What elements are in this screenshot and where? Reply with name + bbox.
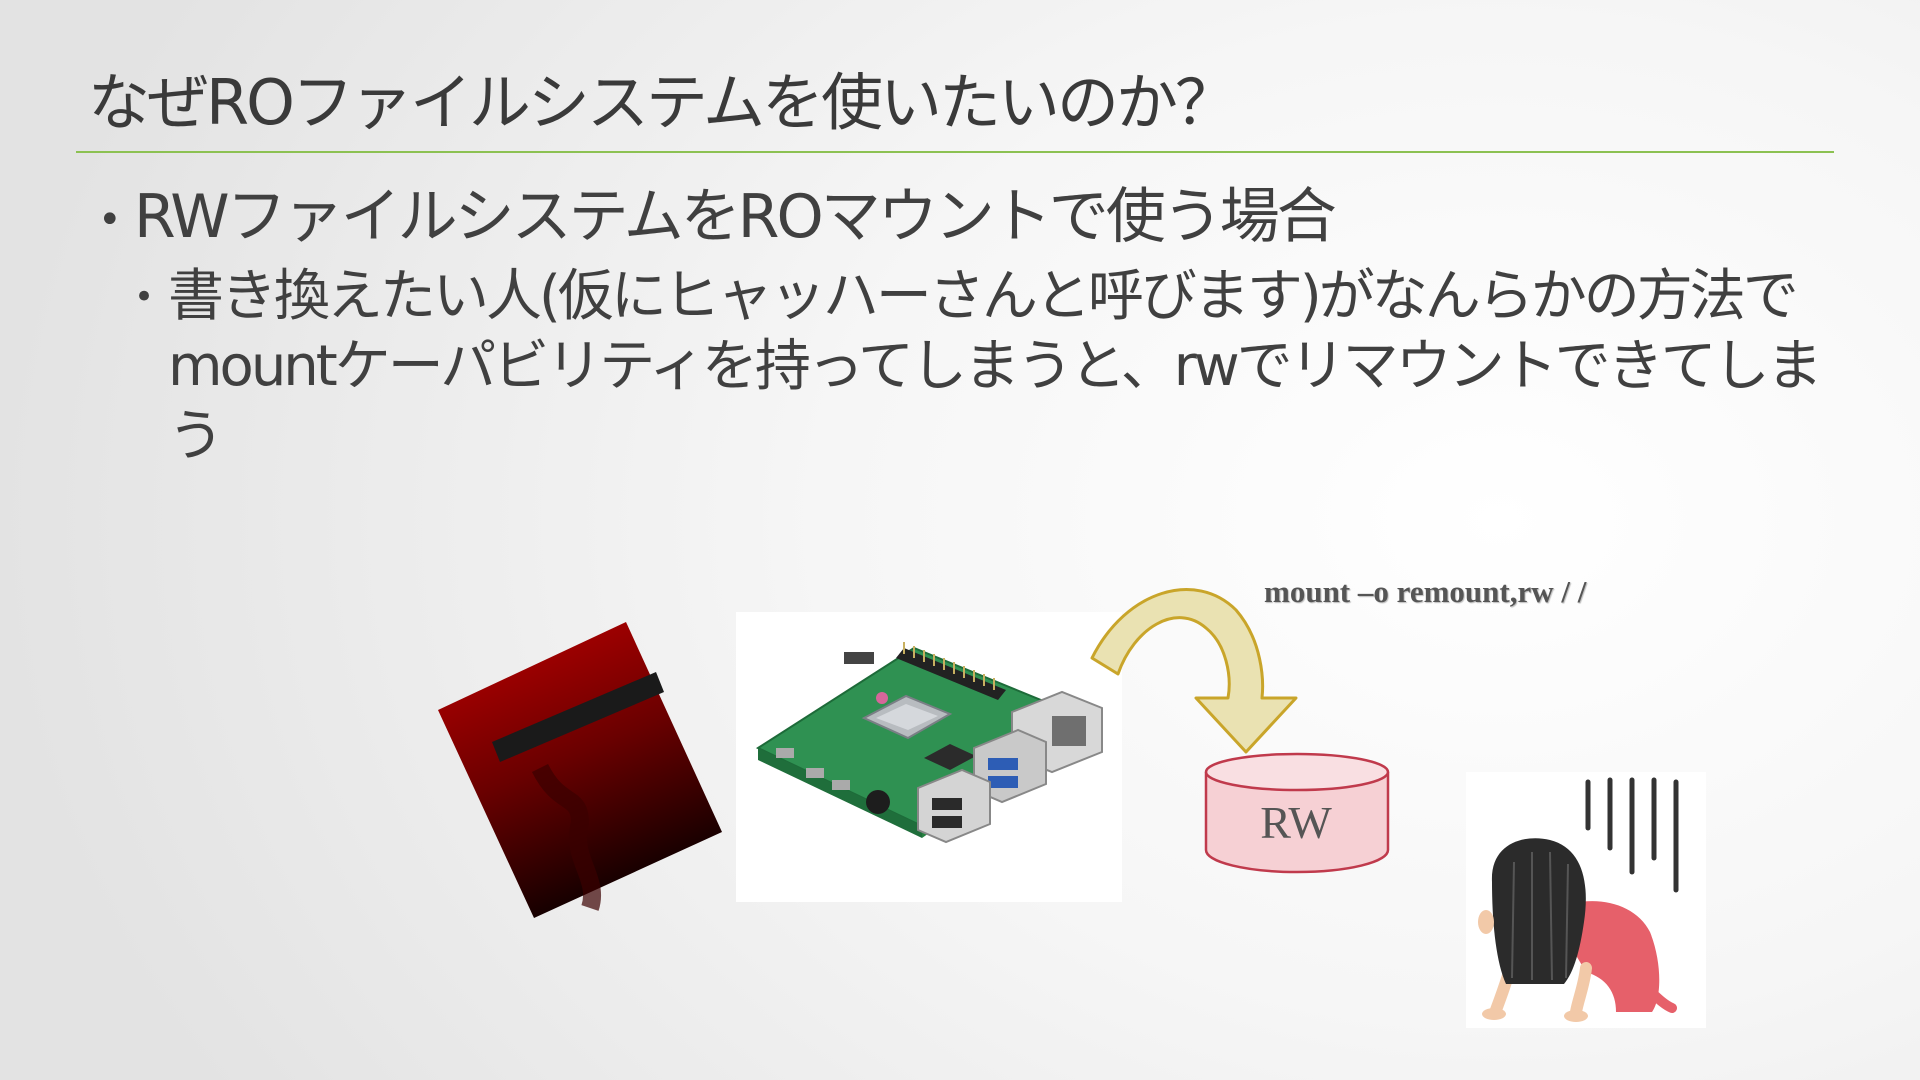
mount-command-text: mount –o remount,rw / / xyxy=(1264,574,1587,609)
disk-label: RW xyxy=(1260,797,1332,848)
title-divider xyxy=(76,151,1834,153)
raspberry-pi-board-icon xyxy=(736,612,1122,902)
slide-title: なぜROファイルシステムを使いたいのか？ xyxy=(88,66,1237,139)
bullet-marker: • xyxy=(98,197,122,244)
bullet-level-1: • RWファイルシステムをROマウントで使う場合 xyxy=(98,168,1337,255)
bullet-marker: • xyxy=(134,277,155,317)
crying-girl-icon xyxy=(1466,772,1706,1028)
hacker-card-icon xyxy=(438,622,722,918)
bullet-text: 書き換えたい人(仮にヒャッハーさんと呼びます)がなんらかの方法でmountケーパ… xyxy=(168,264,1823,469)
disk-cylinder-icon xyxy=(1204,752,1390,874)
curved-arrow-icon xyxy=(1090,588,1298,754)
bullet-level-2: • 書き換えたい人(仮にヒャッハーさんと呼びます)がなんらかの方法でmountケ… xyxy=(134,262,1836,472)
bullet-text: RWファイルシステムをROマウントで使う場合 xyxy=(134,182,1337,252)
